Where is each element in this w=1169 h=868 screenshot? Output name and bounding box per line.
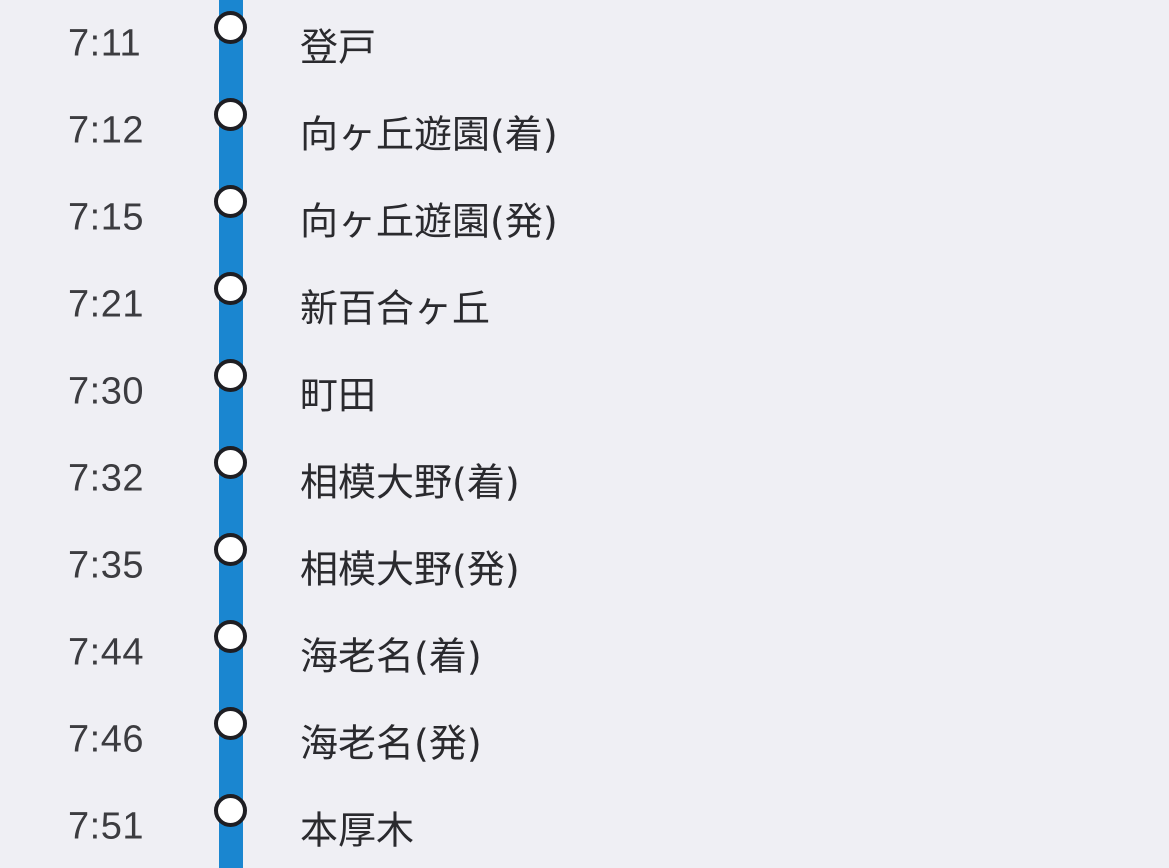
stop-row: 7:46 海老名(発): [0, 696, 1169, 783]
stop-circle-icon: [214, 532, 247, 566]
stop-circle-icon: [214, 358, 247, 392]
stop-row: 7:30 町田: [0, 348, 1169, 435]
stop-time: 7:44: [68, 631, 144, 673]
stop-time: 7:30: [68, 370, 144, 412]
stop-row: 7:21 新百合ヶ丘: [0, 261, 1169, 348]
stop-time: 7:21: [68, 283, 144, 325]
stop-circle-icon: [214, 706, 247, 740]
stop-time: 7:35: [68, 544, 144, 586]
stop-row: 7:35 相模大野(発): [0, 522, 1169, 609]
stop-time: 7:51: [68, 805, 144, 847]
stop-circle-icon: [214, 445, 247, 479]
stop-time: 7:32: [68, 457, 144, 499]
stop-time: 7:12: [68, 109, 144, 151]
stop-circle-icon: [214, 97, 247, 131]
stop-station: 相模大野(発): [300, 547, 520, 591]
stop-station: 新百合ヶ丘: [300, 286, 491, 330]
stop-time: 7:46: [68, 718, 144, 760]
stop-circle-icon: [214, 619, 247, 653]
stop-circle-icon: [214, 184, 247, 218]
stop-station: 本厚木: [300, 808, 415, 852]
stop-station: 相模大野(着): [300, 460, 520, 504]
stop-row: 7:11 登戸: [0, 0, 1169, 87]
stop-station: 向ヶ丘遊園(発): [300, 199, 558, 243]
stop-station: 海老名(発): [300, 721, 482, 765]
stop-station: 向ヶ丘遊園(着): [300, 112, 558, 156]
stop-row: 7:12 向ヶ丘遊園(着): [0, 87, 1169, 174]
stop-station: 海老名(着): [300, 634, 482, 678]
stop-time: 7:11: [68, 22, 142, 64]
stop-circle-icon: [214, 10, 247, 44]
stop-row: 7:32 相模大野(着): [0, 435, 1169, 522]
stop-station: 町田: [300, 373, 377, 417]
stop-time: 7:15: [68, 196, 144, 238]
stop-row: 7:51 本厚木: [0, 783, 1169, 868]
stop-row: 7:15 向ヶ丘遊園(発): [0, 174, 1169, 261]
stop-row: 7:44 海老名(着): [0, 609, 1169, 696]
stop-circle-icon: [214, 271, 247, 305]
stop-circle-icon: [214, 793, 247, 827]
stop-station: 登戸: [300, 25, 377, 69]
